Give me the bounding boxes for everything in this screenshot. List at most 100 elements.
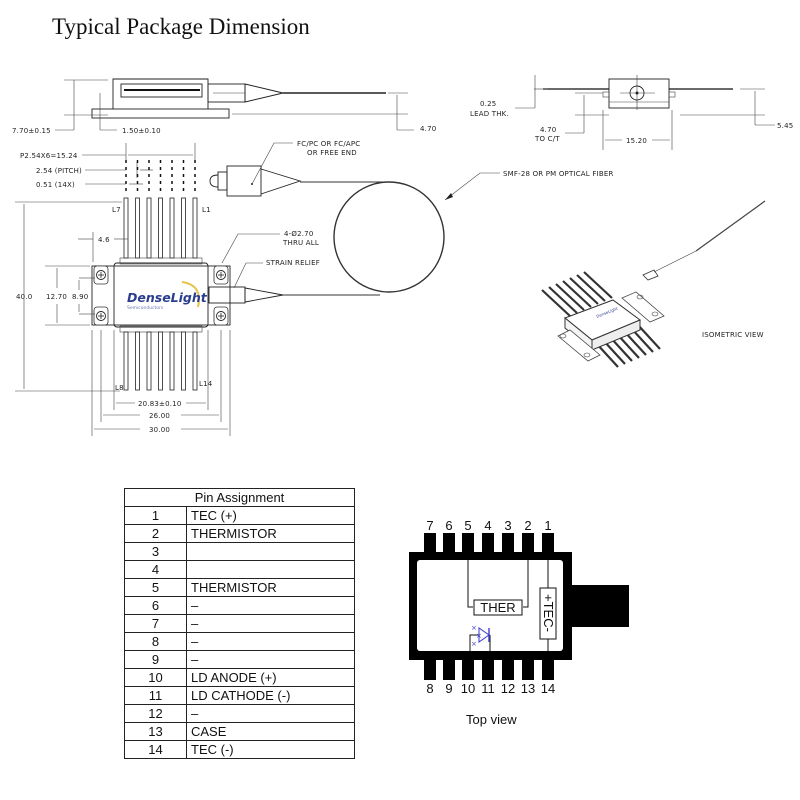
schematic-pin-number: 5 xyxy=(464,518,471,533)
laser-diode-icon: × × × xyxy=(469,624,491,651)
pin-function xyxy=(186,542,355,561)
dim-height: 7.70±0.15 xyxy=(12,127,51,135)
pin-lead-bottom xyxy=(169,331,175,391)
iso-pin-back xyxy=(569,277,599,305)
pin-lead-top xyxy=(192,197,198,259)
pin-lead-bottom xyxy=(135,331,140,391)
pin-number: 9 xyxy=(124,650,187,669)
holes-label: 4-Ø2.70 xyxy=(284,230,313,238)
pin-function: LD ANODE (+) xyxy=(186,668,355,687)
schematic-pin-top xyxy=(542,533,554,555)
pin-function: LD CATHODE (-) xyxy=(186,686,355,705)
schematic-pin-top xyxy=(482,533,494,555)
tec-label: +TEC- xyxy=(541,594,556,632)
dim-pin-width: 0.51 (14X) xyxy=(36,181,75,189)
pin-lead-bottom xyxy=(158,331,163,391)
dim-4-6: 4.6 xyxy=(98,236,110,244)
pin-function: THERMISTOR xyxy=(186,578,355,597)
fiber-label: SMF-28 OR PM OPTICAL FIBER xyxy=(503,170,614,178)
dim-to-ct: 4.70 xyxy=(540,126,556,134)
pin-table-row: 7– xyxy=(124,614,355,633)
pin-label-l1: L1 xyxy=(202,206,211,214)
pin-table-row: 4 xyxy=(124,560,355,579)
pin-number: 10 xyxy=(124,668,187,687)
pin-function: – xyxy=(186,650,355,669)
svg-text:×: × xyxy=(471,624,477,632)
pin-function: TEC (+) xyxy=(186,506,355,525)
dim-total-height: 40.0 xyxy=(16,293,32,301)
pin-function xyxy=(186,560,355,579)
logo-sub: Semiconductors xyxy=(127,305,164,311)
dim-fiber-height: 4.70 xyxy=(420,125,436,133)
pin-label-l14: L14 xyxy=(199,380,213,388)
dim-width: 15.20 xyxy=(626,137,647,145)
pin-lead-bottom xyxy=(192,331,198,391)
schematic-pin-number: 12 xyxy=(501,681,515,696)
pin-number: 4 xyxy=(124,560,187,579)
fiber-coil xyxy=(333,181,445,293)
dim-to-ct-label: TO C/T xyxy=(534,135,560,143)
bottom-pins xyxy=(123,331,198,391)
iso-pin-back xyxy=(548,286,578,314)
pin-lead-bottom xyxy=(123,331,129,391)
pin-table-row: 6– xyxy=(124,596,355,615)
pin-function: – xyxy=(186,704,355,723)
pin-function: – xyxy=(186,614,355,633)
dim-26-00: 26.00 xyxy=(149,412,170,420)
svg-text:×: × xyxy=(476,632,482,640)
strain-relief-label: STRAIN RELIEF xyxy=(266,259,320,267)
pin-number: 14 xyxy=(124,740,187,759)
fiber-pigtail xyxy=(572,585,629,627)
iso-pin-back xyxy=(562,280,592,308)
iso-pin-back xyxy=(555,283,585,311)
pin-table-row: 8– xyxy=(124,632,355,651)
dim-pitch: 2.54 (PITCH) xyxy=(36,167,82,175)
pin-function: – xyxy=(186,632,355,651)
schematic-pin-number: 1 xyxy=(544,518,551,533)
pin-lead-top xyxy=(135,197,140,259)
isometric-view: DenseLight ISOMETRIC VIEW xyxy=(541,200,766,368)
thermistor-block xyxy=(473,599,523,616)
pin-table-header: Pin Assignment xyxy=(124,488,355,507)
pin-number: 8 xyxy=(124,632,187,651)
dim-height-end: 5.45 xyxy=(777,122,793,130)
pin-number: 2 xyxy=(124,524,187,543)
schematic-pin-number: 4 xyxy=(484,518,491,533)
iso-pin-front xyxy=(637,324,661,350)
iso-pin-back xyxy=(541,289,571,317)
lead-thickness: 0.25 xyxy=(480,100,496,108)
pin-number: 12 xyxy=(124,704,187,723)
pin-number: 13 xyxy=(124,722,187,741)
pin-function: CASE xyxy=(186,722,355,741)
dim-20-83: 20.83±0.10 xyxy=(138,400,182,408)
pin-number: 3 xyxy=(124,542,187,561)
pin-lead-top xyxy=(146,197,152,259)
pin-number: 6 xyxy=(124,596,187,615)
end-view: 0.25 LEAD THK. 4.70 TO C/T 15.20 5.45 xyxy=(470,75,793,150)
schematic-pin-number: 6 xyxy=(445,518,452,533)
schematic-pin-number: 2 xyxy=(524,518,531,533)
page-title: Typical Package Dimension xyxy=(52,14,310,39)
schematic-pin-number: 8 xyxy=(426,681,433,696)
holes-sub-label: THRU ALL xyxy=(282,239,319,247)
pin-lead-top xyxy=(158,197,163,259)
mechanical-drawing: 7.70±0.15 1.50±0.10 4.70 0.25 LEAD THK. … xyxy=(12,75,793,436)
schematic-pin-number: 10 xyxy=(461,681,475,696)
pin-table-row: 3 xyxy=(124,542,355,561)
pin-lead-bottom xyxy=(181,331,186,391)
dim-pitch-total: P2.54X6=15.24 xyxy=(20,152,78,160)
connector-label-1: FC/PC OR FC/APC xyxy=(297,140,360,148)
schematic-pin-bottom xyxy=(502,658,514,680)
pin-function: THERMISTOR xyxy=(186,524,355,543)
schematic-pin-top xyxy=(502,533,514,555)
schematic-pin-number: 14 xyxy=(541,681,555,696)
connector-label-2: OR FREE END xyxy=(307,149,357,157)
